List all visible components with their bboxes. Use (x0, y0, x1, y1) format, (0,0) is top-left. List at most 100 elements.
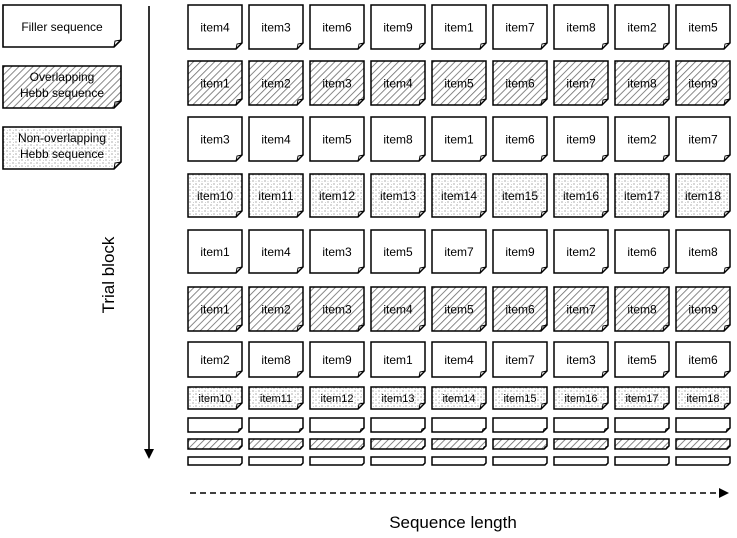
sequence-item: item9 (492, 229, 548, 274)
sequence-item: item4 (187, 4, 243, 50)
item-card (492, 229, 548, 274)
item-fold (544, 462, 548, 466)
item-label: item10 (198, 393, 231, 405)
item-label: item18 (686, 393, 719, 405)
item-fold (420, 427, 426, 433)
sequence-item: item8 (553, 4, 609, 50)
item-label: item5 (444, 303, 474, 317)
item-label: item8 (627, 303, 657, 317)
item-card (492, 286, 548, 332)
item-fold (601, 98, 609, 106)
sequence-item (309, 417, 365, 433)
item-card (553, 341, 609, 378)
item-fold (357, 370, 365, 378)
item-card (614, 341, 670, 378)
item-label: item3 (566, 353, 596, 367)
sequence-item (309, 438, 365, 450)
item-fold (662, 42, 670, 50)
item-fold (296, 154, 304, 162)
item-fold (542, 427, 548, 433)
item-label: item3 (261, 21, 291, 35)
item-label: item3 (200, 133, 230, 147)
item-fold (540, 370, 548, 378)
item-fold (540, 42, 548, 50)
sequence-item: item2 (187, 341, 243, 378)
sequence-item: item4 (370, 286, 426, 332)
item-fold (601, 370, 609, 378)
sequence-item: item3 (553, 341, 609, 378)
item-card (431, 4, 487, 50)
item-fold (723, 210, 731, 218)
item-card (431, 341, 487, 378)
item-label: item3 (322, 77, 352, 91)
sequence-item: item8 (614, 60, 670, 106)
item-card (614, 286, 670, 332)
sequence-item: item4 (248, 116, 304, 162)
sequence-item: item5 (309, 116, 365, 162)
item-card (614, 60, 670, 106)
item-card (614, 438, 670, 450)
item-fold (418, 266, 426, 274)
sequence-item (431, 456, 487, 466)
item-fold (725, 427, 731, 433)
item-card (553, 417, 609, 433)
item-card (675, 438, 731, 450)
item-card (370, 386, 426, 410)
sequence-item (675, 438, 731, 450)
item-fold (481, 427, 487, 433)
sequence-item: item11 (248, 386, 304, 410)
sequence-item (248, 438, 304, 450)
item-fold (479, 154, 487, 162)
item-card (187, 229, 243, 274)
sequence-item: item10 (187, 386, 243, 410)
sequence-item: item15 (492, 386, 548, 410)
item-label: item14 (441, 189, 477, 203)
item-fold (482, 445, 487, 450)
sequence-item: item9 (370, 4, 426, 50)
item-fold (665, 445, 670, 450)
item-fold (296, 42, 304, 50)
sequence-item: item6 (309, 4, 365, 50)
item-fold (723, 42, 731, 50)
item-card (248, 4, 304, 50)
sequence-item: item3 (309, 60, 365, 106)
sequence-item: item4 (248, 229, 304, 274)
item-fold (723, 98, 731, 106)
sequence-item: item2 (248, 286, 304, 332)
item-card (187, 173, 243, 218)
item-card (675, 229, 731, 274)
item-card (675, 4, 731, 50)
item-label: item2 (627, 21, 657, 35)
item-fold (723, 402, 731, 410)
item-card (553, 4, 609, 50)
item-fold (239, 462, 243, 466)
item-label: item13 (381, 393, 414, 405)
item-fold (235, 42, 243, 50)
legend-label: Overlapping (30, 70, 95, 84)
item-label: item6 (688, 353, 718, 367)
item-card (675, 173, 731, 218)
sequence-item: item6 (492, 286, 548, 332)
item-label: item11 (258, 189, 293, 203)
sequence-item (370, 417, 426, 433)
item-card (553, 60, 609, 106)
item-fold (540, 210, 548, 218)
item-label: item6 (627, 245, 657, 259)
item-card (431, 60, 487, 106)
item-fold (418, 42, 426, 50)
item-card (187, 116, 243, 162)
item-fold (235, 266, 243, 274)
item-label: item12 (319, 189, 355, 203)
sequence-item: item13 (370, 173, 426, 218)
sequence-item: item2 (614, 4, 670, 50)
item-fold (357, 154, 365, 162)
sequence-item: item6 (675, 341, 731, 378)
sequence-item (248, 417, 304, 433)
item-card (553, 386, 609, 410)
sequence-row-filler (187, 417, 731, 433)
sequence-item: item6 (614, 229, 670, 274)
item-fold (418, 98, 426, 106)
